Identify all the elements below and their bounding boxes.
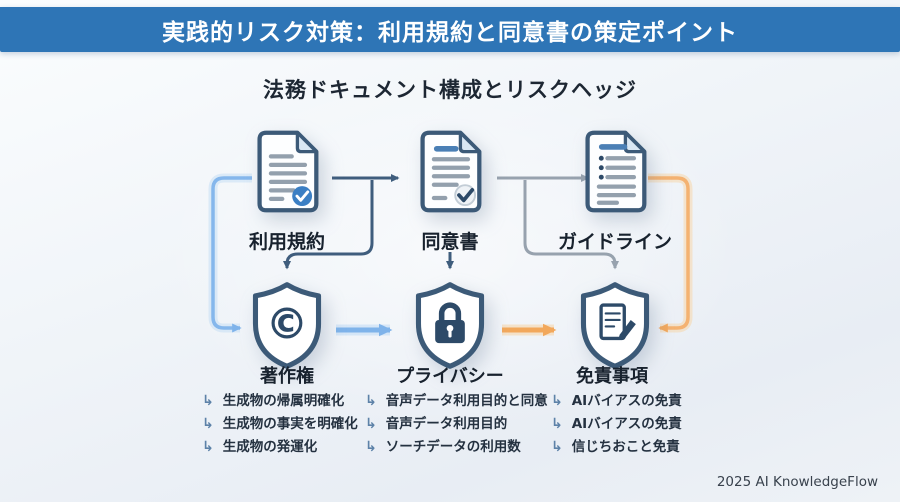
title-banner: 実践的リスク対策：利用規約と同意書の策定ポイント <box>0 7 900 52</box>
credit-text: 2025 AI KnowledgeFlow <box>716 474 878 490</box>
disclaimer-items-list: ↳ AIバイアスの免責 ↳ AIバイアスの免責 ↳ 信じちおこと免責 <box>551 393 736 462</box>
list-item-text: AIバイアスの免責 <box>571 416 682 432</box>
list-item: ↳音声データ利用目的と同意 <box>365 393 560 410</box>
document-label-consent: 同意書 <box>421 231 479 253</box>
branch-arrow-icon: ↳ <box>202 439 214 455</box>
list-item: ↳ AIバイアスの免責 <box>551 416 736 433</box>
list-item-text: AIバイアスの免責 <box>571 393 682 409</box>
document-check-icon <box>414 128 486 219</box>
copyright-items-list: ↳ 生成物の帰属明確化 ↳ 生成物の事実を明確化 ↳ 生成物の発運化 <box>202 393 387 462</box>
document-label-guideline: ガイドライン <box>557 231 672 253</box>
list-item: ↳ 生成物の事実を明確化 <box>202 416 387 433</box>
page-title: 実践的リスク対策：利用規約と同意書の策定ポイント <box>162 19 738 46</box>
list-item-text: ソーチデータの利用数 <box>385 439 521 455</box>
list-item: ↳ 信じちおこと免責 <box>551 439 736 456</box>
branch-arrow-icon: ↳ <box>551 393 563 409</box>
list-item-text: 音声データ利用目的と同意 <box>385 393 548 409</box>
list-item-text: 生成物の発運化 <box>222 439 318 455</box>
list-item-text: 音声データ利用目的 <box>385 416 508 432</box>
list-item-text: 信じちおこと免責 <box>571 439 680 455</box>
document-label-terms: 利用規約 <box>248 231 325 253</box>
list-item: ↳ 音声データ利用目的 <box>365 416 560 433</box>
document-list-icon <box>579 128 651 219</box>
pillar-label-privacy: プライバシー <box>396 366 504 387</box>
svg-text:©: © <box>266 299 309 349</box>
list-item: ↳ AIバイアスの免責 <box>551 393 736 410</box>
lock-shield-icon <box>411 281 489 374</box>
list-item-text: 生成物の帰属明確化 <box>222 393 345 409</box>
branch-arrow-icon: ↳ <box>551 416 563 432</box>
branch-arrow-icon: ↳ <box>202 393 214 409</box>
privacy-items-list: ↳音声データ利用目的と同意 ↳音声データ利用目的 ↳ソーチデータの利用数 <box>365 393 560 462</box>
list-item-text: 生成物の事実を明確化 <box>222 416 358 432</box>
list-item: ↳ ソーチデータの利用数 <box>365 439 560 456</box>
branch-arrow-icon: ↳ <box>365 416 377 432</box>
pillar-label-disclaimer: 免責事項 <box>576 366 648 387</box>
pillar-label-copyright: 著作権 <box>260 366 314 387</box>
branch-arrow-icon: ↳ <box>365 393 377 409</box>
branch-arrow-icon: ↳ <box>365 439 377 455</box>
branch-arrow-icon: ↳ <box>551 439 563 455</box>
list-item: ↳ 生成物の帰属明確化 <box>202 393 387 410</box>
document-check-icon <box>251 128 323 219</box>
subtitle: 法務ドキュメント構成とリスクヘッジ <box>263 78 637 102</box>
list-item: ↳ 生成物の発運化 <box>202 439 387 456</box>
copyright-shield-icon: © <box>248 281 326 374</box>
branch-arrow-icon: ↳ <box>202 416 214 432</box>
document-pencil-shield-icon <box>576 281 654 374</box>
